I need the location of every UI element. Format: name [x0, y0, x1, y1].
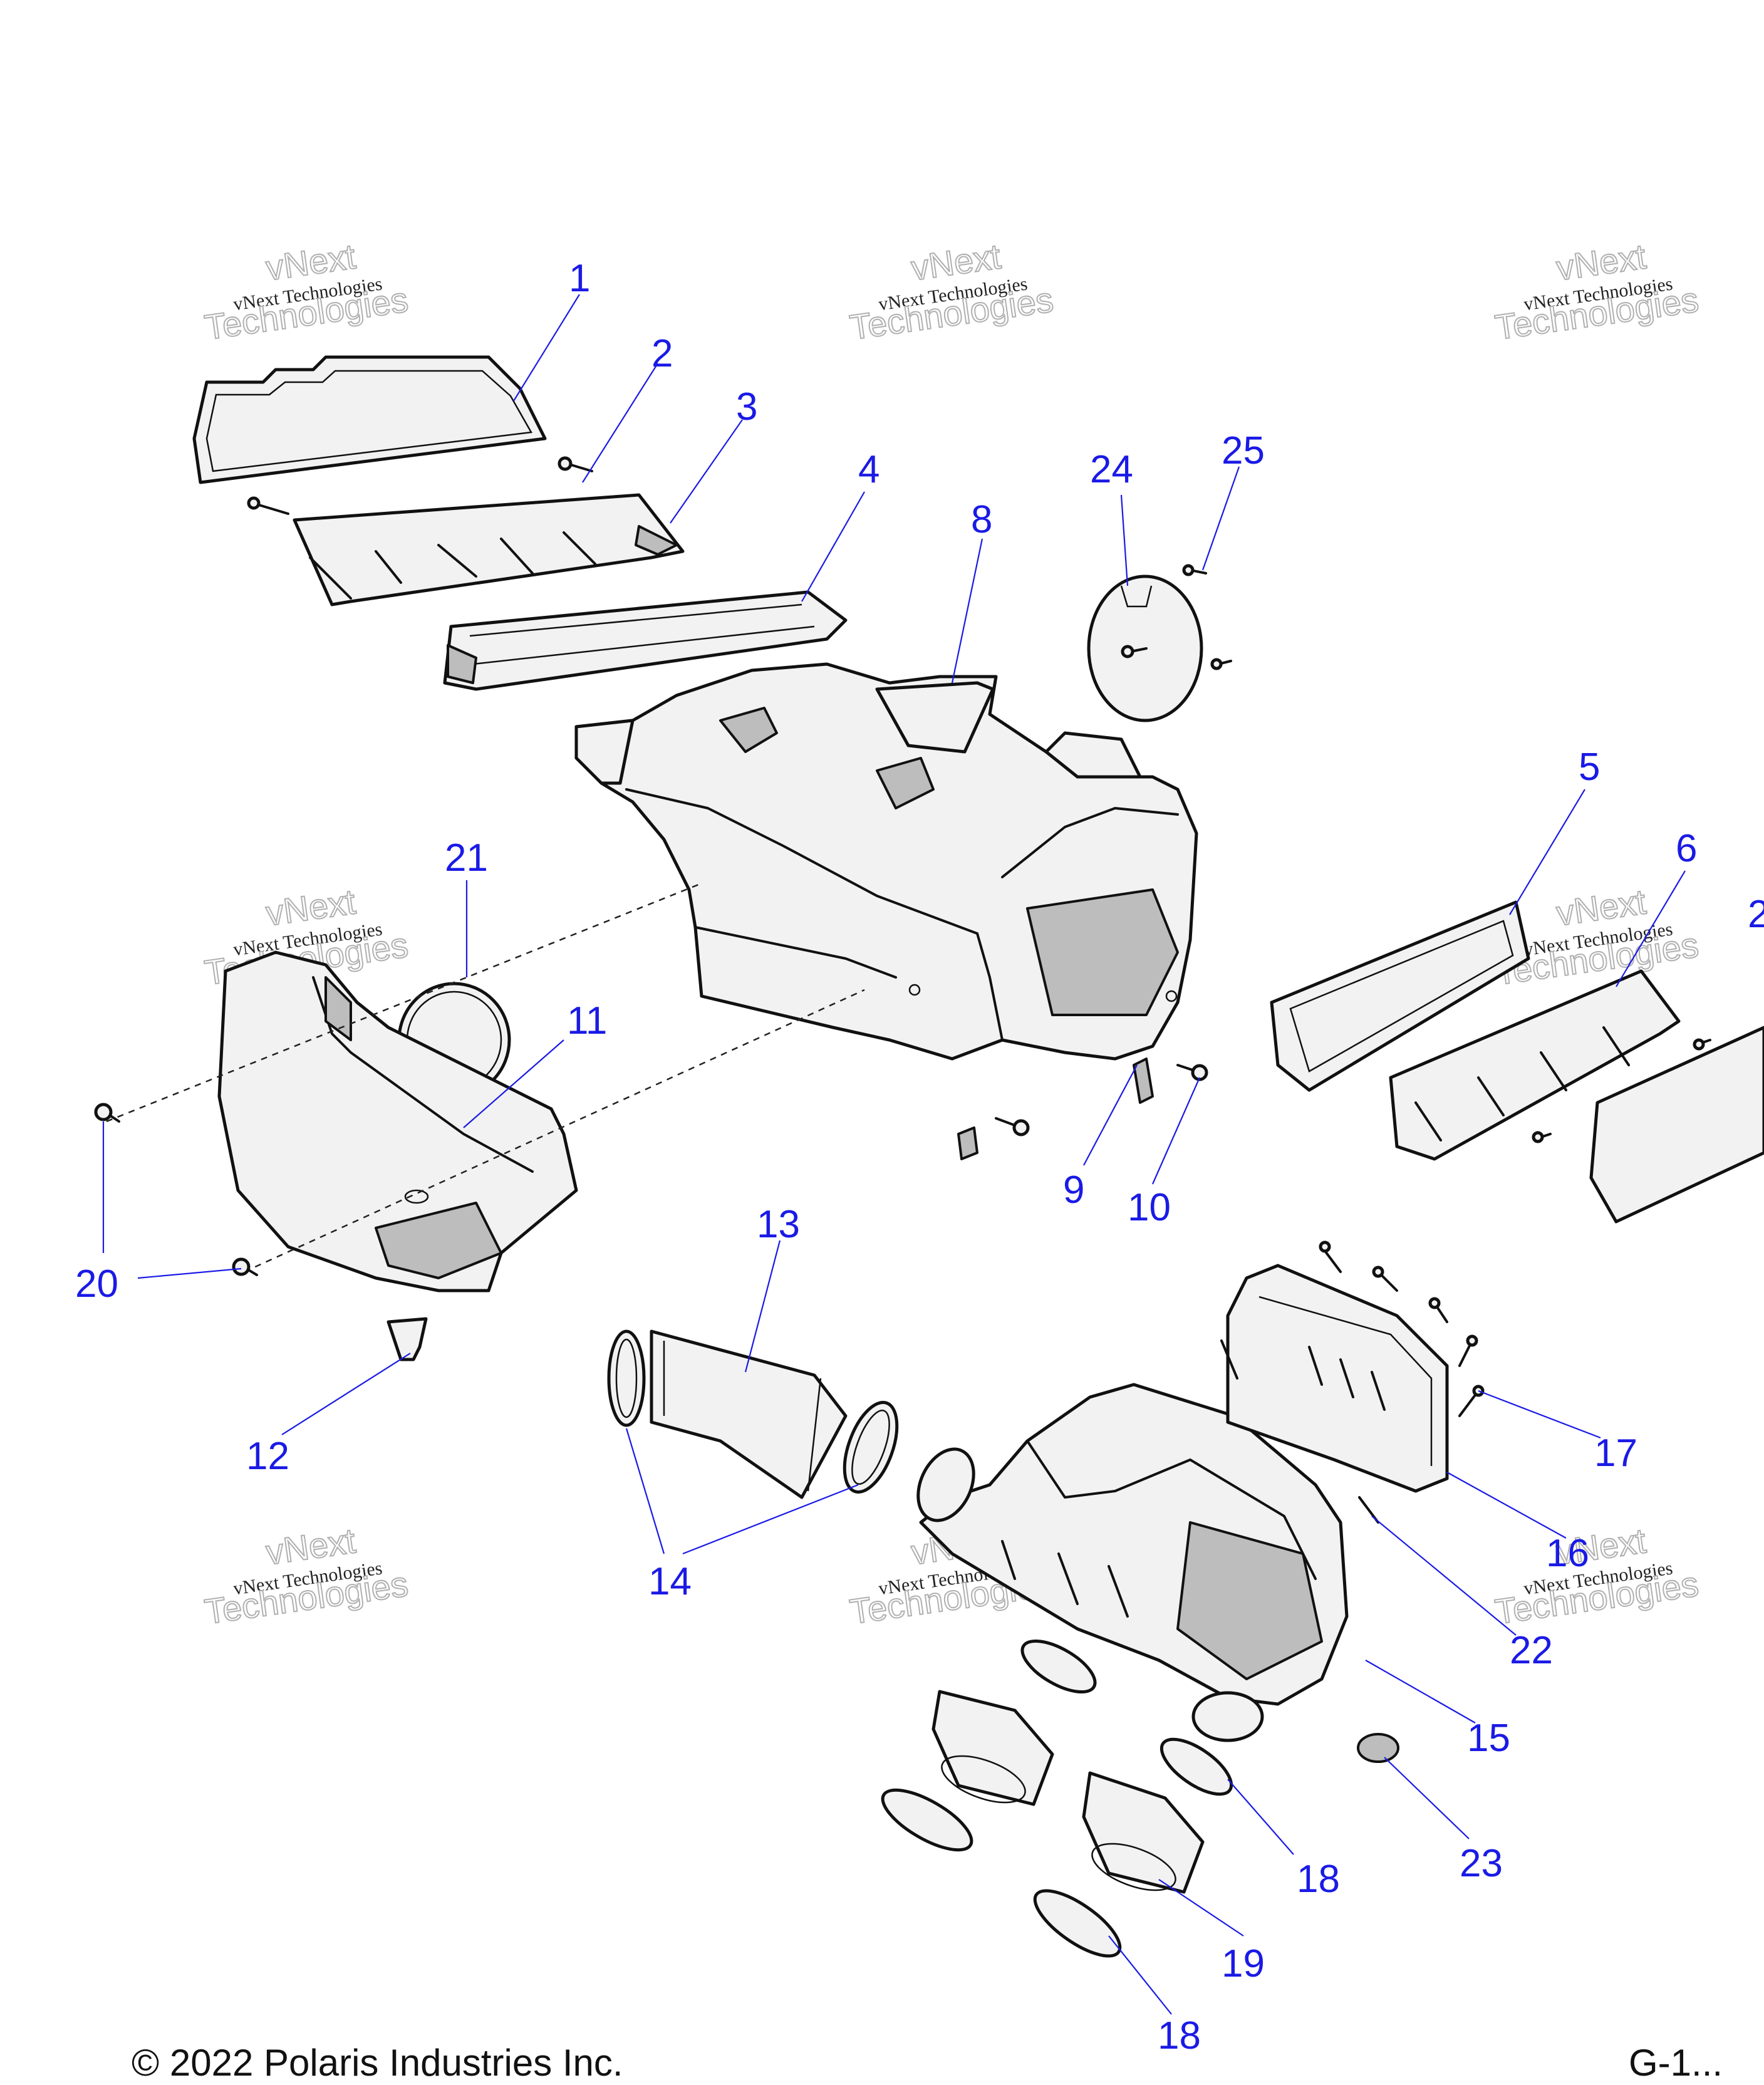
- callout-2: 2: [651, 332, 673, 375]
- callout-22: 22: [1510, 1629, 1553, 1672]
- part-9-nut: [957, 1058, 1154, 1160]
- part-18-clamp: [881, 1639, 1233, 1958]
- watermark: vNext vNext Technologies Technologies: [847, 236, 1056, 348]
- part-16-filter-frame: [1226, 1264, 1449, 1493]
- watermark: vNext vNext Technologies Technologies: [202, 236, 411, 348]
- part-10-bolt: [995, 1064, 1208, 1136]
- callout-16: 16: [1546, 1532, 1589, 1575]
- callout-6: 6: [1676, 827, 1697, 870]
- callout-5: 5: [1579, 746, 1600, 789]
- callout-23: 23: [1460, 1842, 1503, 1885]
- watermark: vNext vNext Technologies Technologies: [1492, 236, 1701, 348]
- callout-18: 18: [1158, 2014, 1201, 2057]
- callout-14: 14: [648, 1560, 692, 1603]
- callout-11: 11: [567, 999, 607, 1042]
- callout-24: 24: [1090, 448, 1133, 491]
- callout-9: 9: [1063, 1168, 1084, 1212]
- diagram-code: G-1...: [1629, 2042, 1723, 2084]
- part-11-intake-duct: [217, 950, 578, 1292]
- part-23-plug: [1357, 1733, 1399, 1763]
- part-2-screw: [558, 456, 593, 472]
- part-6-grille: [1389, 969, 1711, 1161]
- airbox-housing: [574, 662, 1198, 1061]
- part-13-tube: [650, 1329, 848, 1499]
- callout-3: 3: [736, 385, 757, 429]
- callout-13: 13: [757, 1203, 800, 1246]
- leader-lines: [102, 294, 1686, 2015]
- callout-17: 17: [1594, 1432, 1637, 1475]
- callout-20: 20: [75, 1262, 118, 1306]
- callout-1: 1: [569, 257, 590, 300]
- callout-12: 12: [246, 1435, 289, 1478]
- callout-4: 4: [858, 448, 879, 491]
- part-4-lower-grille: [443, 590, 848, 691]
- callout-8: 8: [971, 498, 992, 541]
- callout-15: 15: [1467, 1717, 1510, 1760]
- copyright-text: © 2022 Polaris Industries Inc.: [132, 2042, 623, 2084]
- callout-10: 10: [1128, 1186, 1171, 1229]
- part-15-lower-airbox: [916, 1383, 1349, 1742]
- part-14-clamp: [607, 1329, 899, 1494]
- parts-illustration: [94, 355, 1764, 1958]
- callout-21: 21: [445, 836, 488, 880]
- part-1-gasket: [192, 355, 547, 484]
- part-3-upper-grille: [247, 493, 685, 606]
- callout-19: 19: [1222, 1942, 1265, 1985]
- callout-labels: 1 2 2 3 4 5 6 8 9 10 11 12 13 14 15 16 1…: [75, 257, 1764, 2057]
- part-5-frame: [1270, 900, 1530, 1092]
- part-17-screws: [1319, 1240, 1485, 1417]
- part-19-boot: [931, 1690, 1205, 1894]
- part-gasket-right: [1589, 1026, 1764, 1224]
- watermark: vNext vNext Technologies Technologies: [202, 1520, 411, 1632]
- part-20-push-rivet: [94, 1103, 258, 1276]
- watermark: vNext vNext Technologies Technologies: [1492, 1520, 1701, 1632]
- part-24-cover-plate: [1087, 564, 1232, 722]
- callout-18: 18: [1297, 1858, 1340, 1901]
- part-12-grommet: [387, 1317, 428, 1361]
- callout-2: 2: [1748, 893, 1764, 936]
- callout-25: 25: [1222, 429, 1265, 472]
